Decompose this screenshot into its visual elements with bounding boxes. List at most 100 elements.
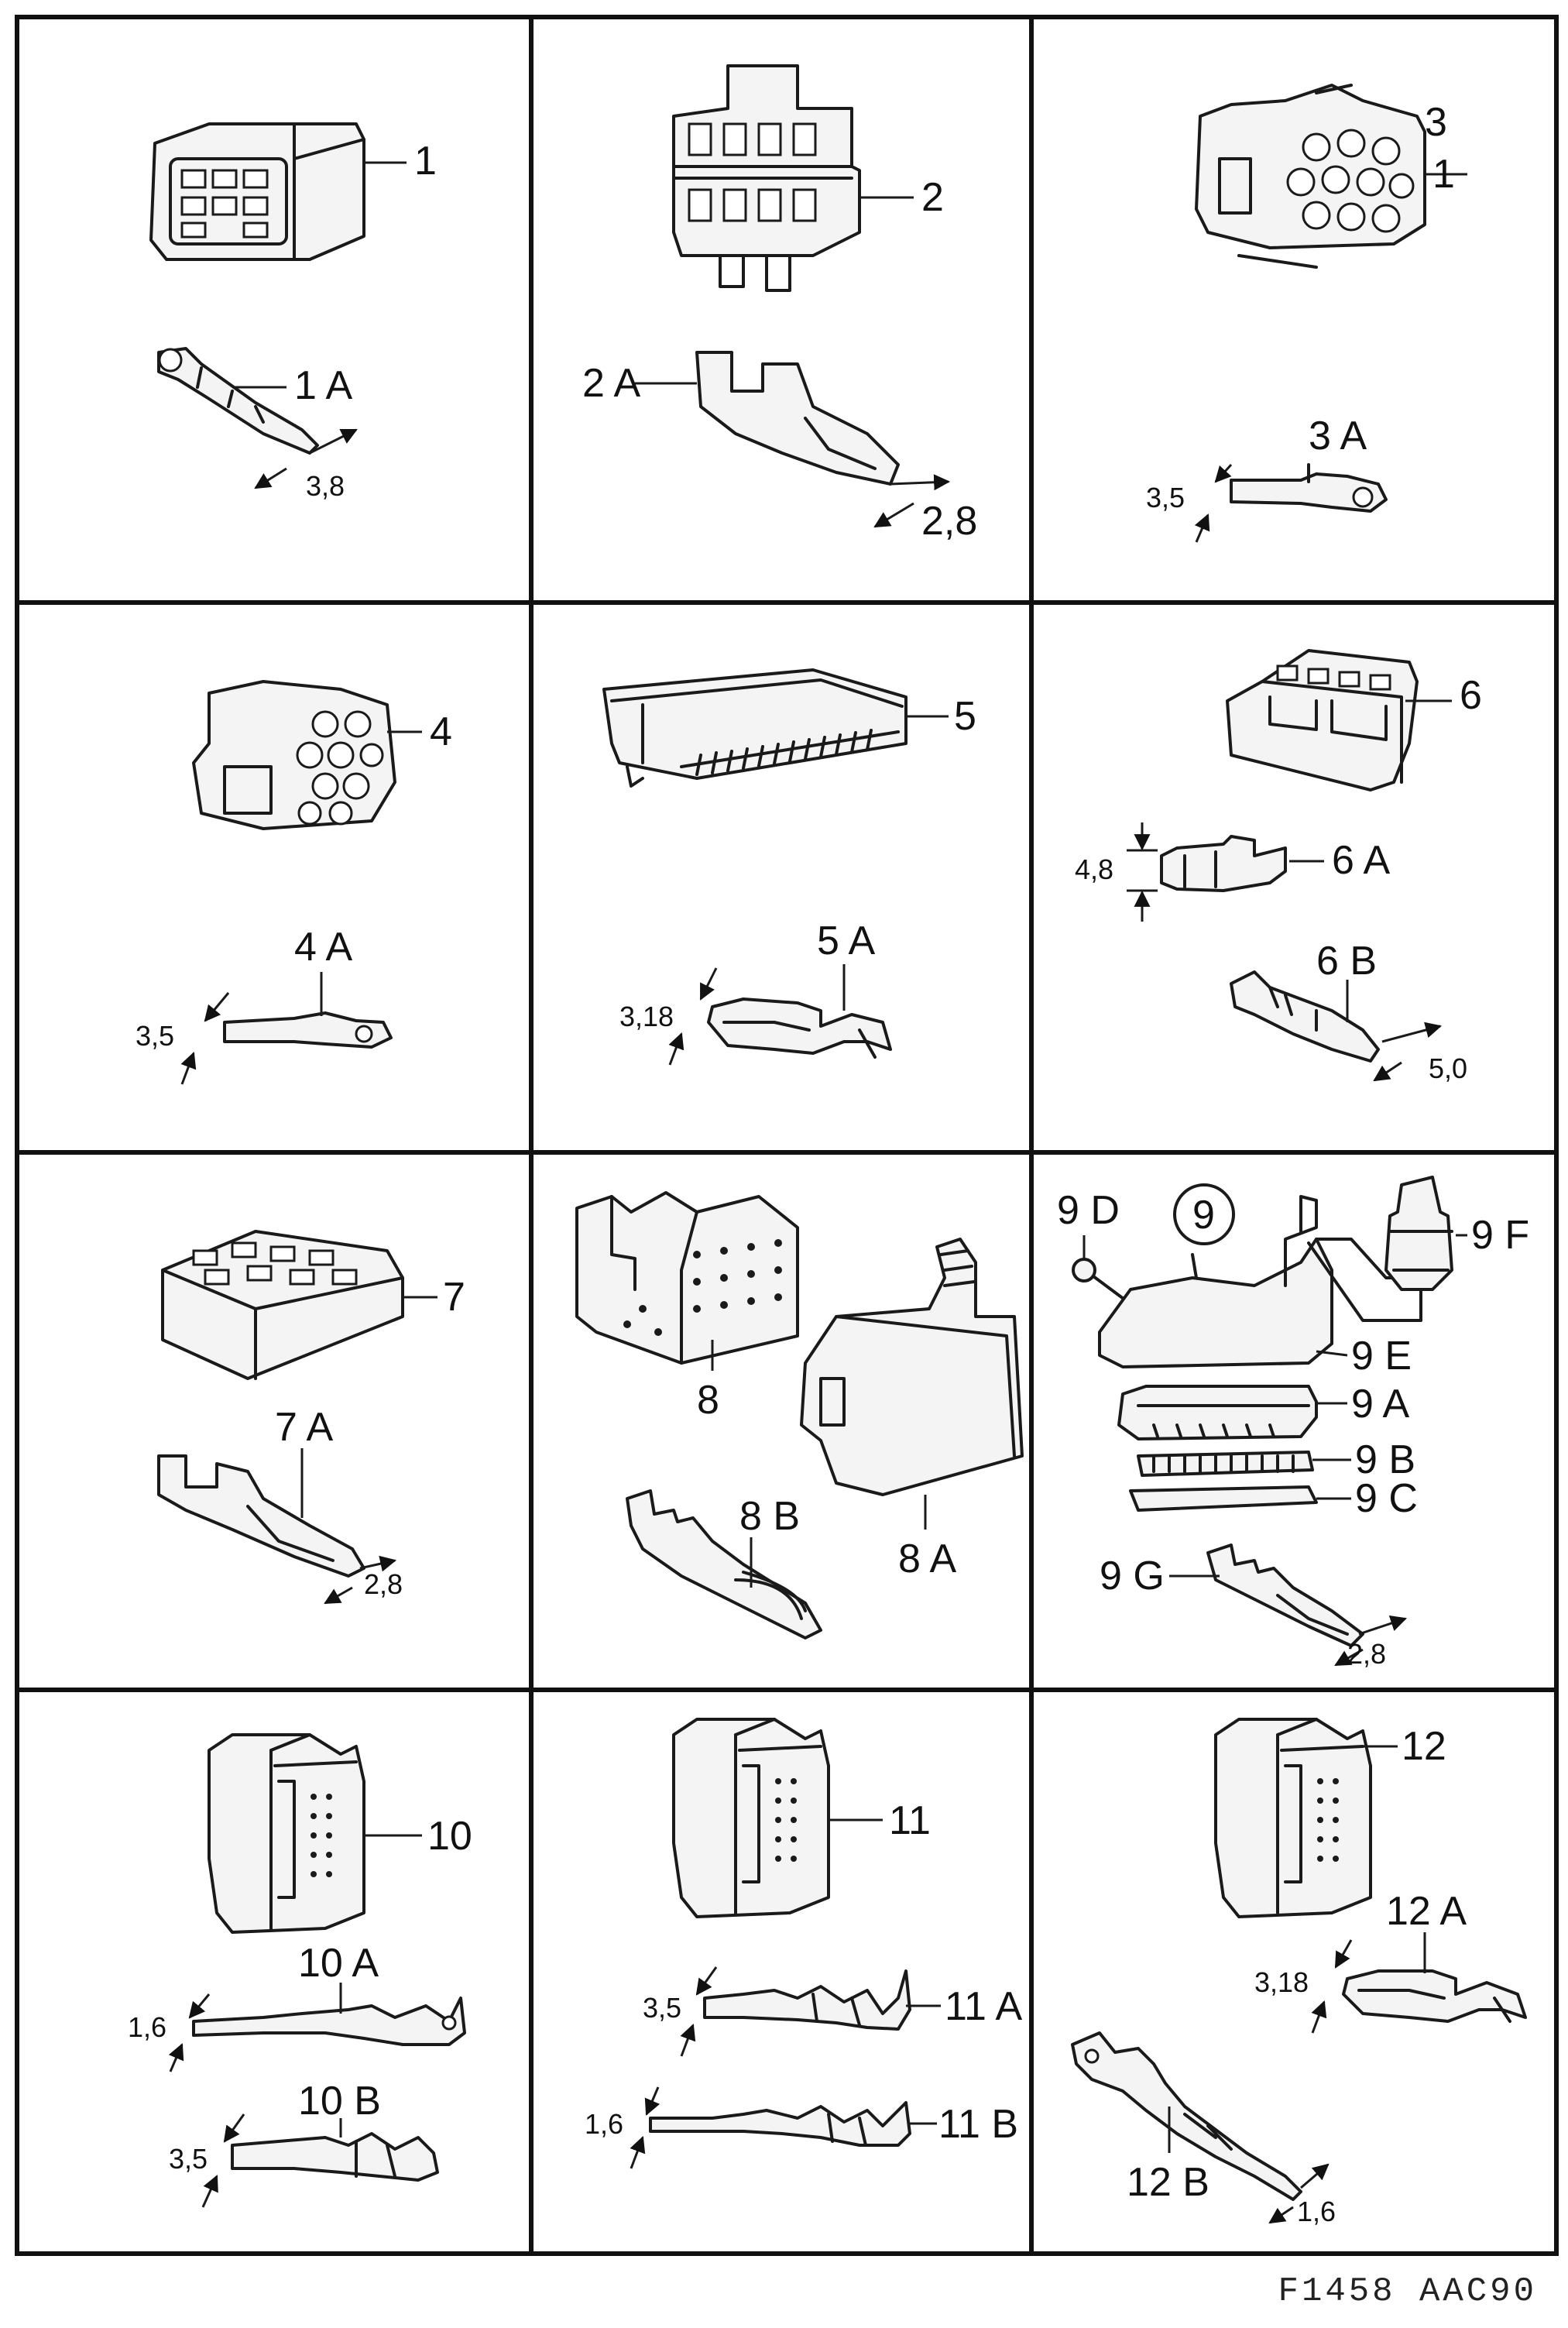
terminal-12b-drawing	[1071, 2031, 1302, 2201]
dimension-10a	[168, 1993, 211, 2072]
part-label-1a: 1 A	[294, 363, 352, 408]
panel-8: 8 8 A 8 B	[575, 1191, 1024, 1640]
connector-housing-11-drawing	[672, 1718, 883, 1918]
dimension-label-9g: 2,8	[1347, 1638, 1386, 1670]
connector-housing-3-drawing	[1195, 84, 1467, 269]
terminal-10b-drawing	[231, 2118, 439, 2182]
dimension-12b	[1268, 2163, 1330, 2224]
part-label-5: 5	[954, 694, 976, 739]
dimension-3a	[1194, 463, 1233, 543]
plug-9f-drawing	[1384, 1176, 1467, 1291]
panel-5: 5 5 A 3,18	[602, 668, 976, 1066]
connector-housing-12-drawing	[1214, 1718, 1398, 1918]
dimension-5a	[668, 967, 718, 1066]
part-label-3-position-1: 1	[1432, 152, 1455, 197]
part-callout-circle-9	[1173, 1183, 1235, 1245]
part-label-10a: 10 A	[298, 1941, 379, 1986]
panel-11: 11 11 A 3,5 11 B 1,6	[585, 1718, 1023, 2169]
gasket-9c-drawing	[1129, 1485, 1351, 1512]
part-label-4a: 4 A	[294, 925, 352, 970]
part-label-6: 6	[1460, 673, 1482, 718]
part-label-10: 10	[427, 1814, 472, 1859]
part-label-2: 2	[921, 175, 944, 220]
relay-housing-2-drawing	[672, 64, 914, 292]
terminal-4a-drawing	[223, 972, 393, 1049]
dimension-12a	[1311, 1939, 1353, 2034]
part-label-9d: 9 D	[1057, 1188, 1120, 1233]
dimension-1a	[254, 428, 358, 489]
part-label-4: 4	[430, 709, 452, 754]
dimension-9g	[1334, 1616, 1407, 1667]
part-label-9g: 9 G	[1100, 1554, 1165, 1598]
panel-12: 12 12 A 3,18 12 B 1,6	[1071, 1718, 1527, 2227]
part-label-9b: 9 B	[1355, 1437, 1415, 1482]
part-label-10b: 10 B	[298, 2079, 381, 2124]
part-label-1: 1	[414, 139, 437, 184]
panel-4: 4 4 A 3,5	[136, 680, 452, 1085]
dimension-label-5a: 3,18	[619, 1001, 674, 1032]
dimension-label-12b: 1,6	[1297, 2196, 1336, 2227]
part-label-7: 7	[443, 1275, 465, 1320]
dimension-label-2a: 2,8	[921, 499, 977, 544]
panel-10: 10 10 A 1,6 10 B 3,5	[128, 1733, 472, 2208]
terminal-10a-drawing	[192, 1983, 466, 2046]
dimension-2a	[873, 474, 951, 528]
dimension-label-6b: 5,0	[1429, 1052, 1467, 1084]
terminal-11b-drawing	[649, 2101, 937, 2147]
part-label-2a: 2 A	[582, 361, 640, 406]
connector-housing-5-drawing	[602, 668, 949, 788]
panel-9: 9 9 D 9 E 9 F 9 A	[1057, 1176, 1529, 1670]
screw-9d-drawing	[1072, 1235, 1128, 1303]
terminal-12a-drawing	[1342, 1932, 1527, 2023]
terminal-9g-drawing	[1169, 1543, 1364, 1647]
seal-9a-drawing	[1117, 1385, 1347, 1440]
part-label-9e: 9 E	[1351, 1334, 1412, 1379]
connector-housing-10-drawing	[208, 1733, 422, 1934]
connector-housing-6-drawing	[1226, 649, 1452, 791]
dimension-10b	[201, 2113, 245, 2208]
dimension-11a	[680, 1966, 718, 2057]
dimension-4a	[180, 992, 230, 1085]
part-label-11a: 11 A	[945, 1984, 1023, 2029]
connector-housing-7-drawing	[161, 1230, 437, 1380]
part-label-9: 9	[1192, 1193, 1215, 1238]
dimension-label-3a: 3,5	[1146, 482, 1185, 513]
seal-9b-drawing	[1137, 1451, 1351, 1477]
panel-3: 3 1 3 A 3,5	[1146, 84, 1467, 543]
terminal-11a-drawing	[703, 1969, 941, 2031]
dimension-label-4a: 3,5	[136, 1020, 174, 1052]
part-label-11: 11	[889, 1798, 931, 1843]
terminal-2a-drawing	[635, 351, 900, 486]
dimension-6a	[1127, 822, 1158, 922]
dimension-label-10b: 3,5	[169, 2143, 208, 2175]
part-label-12: 12	[1402, 1724, 1446, 1769]
connector-housing-8-drawing	[575, 1191, 799, 1371]
terminal-5a-drawing	[707, 964, 892, 1059]
dimension-label-12a: 3,18	[1254, 1966, 1309, 1998]
connector-housing-8a-drawing	[800, 1238, 1024, 1530]
terminal-1a-drawing	[157, 347, 319, 455]
part-label-11b: 11 B	[938, 2102, 1018, 2147]
dimension-label-1a: 3,8	[306, 470, 345, 502]
dimension-6b	[1373, 1022, 1443, 1082]
part-label-9a: 9 A	[1351, 1382, 1409, 1427]
terminal-7a-drawing	[157, 1448, 365, 1578]
part-label-6a: 6 A	[1332, 838, 1390, 883]
connector-housing-4-drawing	[192, 680, 422, 830]
dimension-7a	[324, 1555, 397, 1605]
part-label-8: 8	[697, 1378, 719, 1423]
dimension-label-11b: 1,6	[585, 2108, 623, 2140]
part-label-7a: 7 A	[275, 1405, 333, 1450]
panel-7: 7 7 A 2,8	[157, 1230, 465, 1605]
part-label-9c: 9 C	[1355, 1476, 1418, 1521]
part-label-3: 3	[1425, 100, 1447, 145]
panel-1: 1 1 A 3,8	[149, 122, 437, 502]
part-label-12b: 12 B	[1127, 2160, 1209, 2205]
panel-grid	[15, 15, 1559, 2256]
connector-housing-1-drawing	[149, 122, 407, 261]
terminal-8b-drawing	[626, 1489, 822, 1640]
terminal-3a-drawing	[1230, 463, 1388, 513]
terminal-6b-drawing	[1230, 970, 1380, 1063]
dimension-label-7a: 2,8	[364, 1568, 403, 1600]
